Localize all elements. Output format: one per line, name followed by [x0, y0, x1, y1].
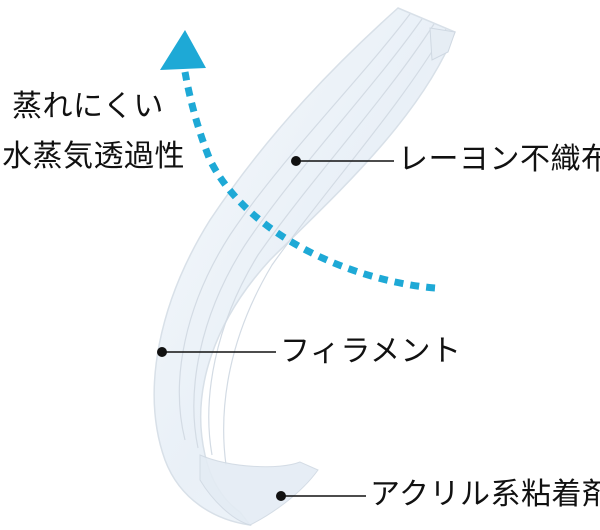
breathability-note-line2: 水蒸気透過性	[2, 139, 185, 174]
vapor-arrow	[160, 30, 436, 292]
breathability-note-line1: 蒸れにくい	[12, 89, 164, 124]
fiber-line	[208, 23, 435, 456]
callout-adhesive	[276, 491, 366, 501]
fiber-line	[193, 18, 423, 449]
callout-filament	[157, 347, 276, 357]
label-filament: フィラメント	[280, 334, 462, 369]
vapor-arrowhead-icon	[160, 30, 206, 70]
callout-rayon	[291, 156, 394, 166]
tape-strip	[153, 7, 456, 527]
vapor-arrow-path	[181, 71, 436, 292]
tape-strip-body	[153, 7, 456, 527]
tape-fold	[429, 27, 456, 61]
fiber-line	[178, 13, 411, 441]
label-acrylic-adhesive: アクリル系粘着剤	[370, 477, 600, 512]
fiber-line	[223, 28, 447, 466]
label-rayon-nonwoven: レーヨン不織布	[398, 142, 600, 177]
adhesive-layer	[199, 454, 319, 526]
